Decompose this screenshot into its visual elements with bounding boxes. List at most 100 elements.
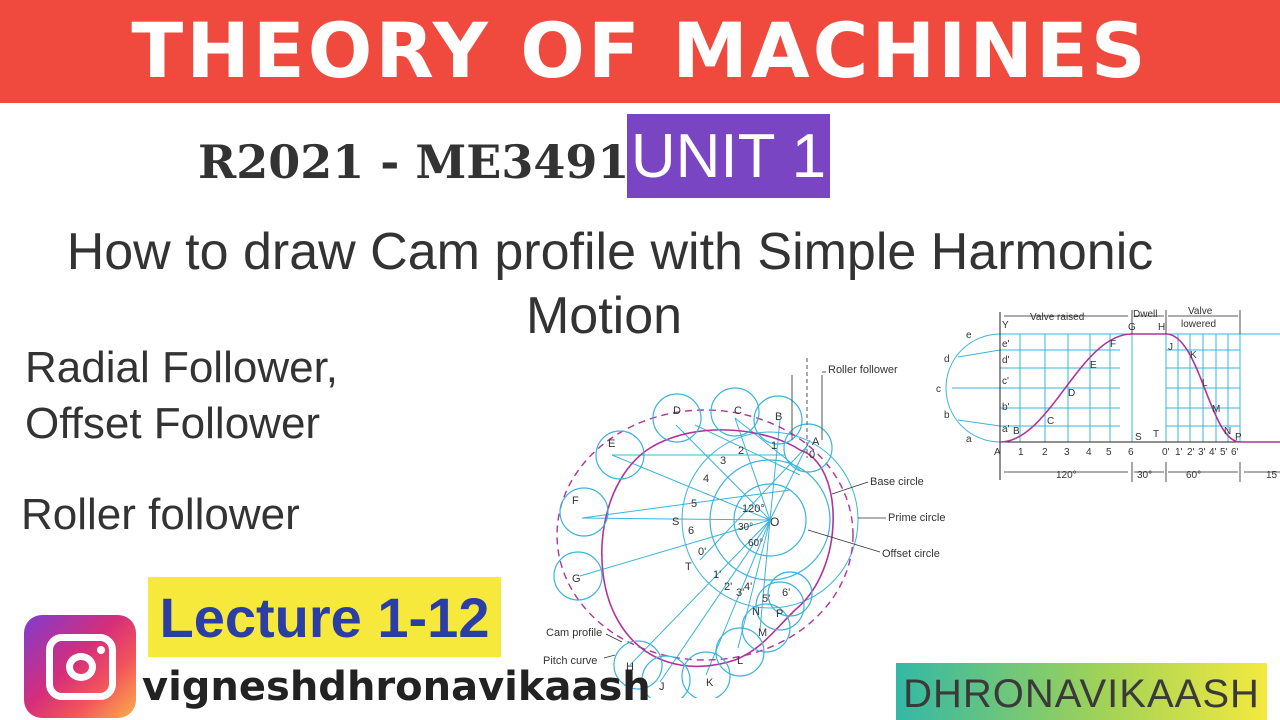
svg-text:C: C bbox=[734, 405, 742, 417]
label-angle-120: 120° bbox=[742, 503, 765, 515]
svg-text:d: d bbox=[944, 354, 950, 365]
label-offset-circle: Offset circle bbox=[882, 548, 940, 560]
displacement-diagram: Valve raised Dwell Valve lowered 120° 30… bbox=[936, 306, 1280, 482]
unit-badge: UNIT 1 bbox=[627, 114, 830, 198]
svg-text:a': a' bbox=[1002, 424, 1010, 435]
banner-title: THEORY OF MACHINES bbox=[131, 6, 1149, 95]
svg-text:J: J bbox=[659, 681, 665, 693]
svg-text:b: b bbox=[944, 410, 950, 421]
svg-text:A: A bbox=[812, 436, 820, 448]
svg-text:2: 2 bbox=[1042, 447, 1048, 458]
svg-text:Y: Y bbox=[1002, 320, 1009, 331]
label-angle-60: 60° bbox=[748, 538, 763, 549]
roller-follower-stem bbox=[791, 358, 826, 458]
instagram-lens bbox=[66, 653, 96, 681]
svg-text:5: 5 bbox=[1106, 447, 1112, 458]
lecture-badge: Lecture 1-12 bbox=[148, 577, 501, 657]
svg-text:S: S bbox=[672, 516, 679, 528]
lecture-label: Lecture 1-12 bbox=[159, 586, 490, 649]
construction-rays bbox=[579, 417, 811, 683]
label-prime-circle: Prime circle bbox=[888, 512, 945, 524]
label-cam-profile: Cam profile bbox=[546, 627, 602, 639]
svg-text:P: P bbox=[1235, 432, 1242, 443]
svg-text:3: 3 bbox=[720, 455, 726, 467]
instagram-icon[interactable] bbox=[24, 615, 136, 718]
svg-text:6: 6 bbox=[1128, 447, 1134, 458]
pitch-curve-shape bbox=[556, 409, 854, 661]
displacement-grid bbox=[945, 333, 1280, 443]
course-code: R2021 - ME3491 bbox=[198, 135, 630, 189]
label-angle-30: 30° bbox=[738, 522, 753, 533]
svg-text:D: D bbox=[1068, 388, 1075, 399]
label-center-o: O bbox=[770, 515, 779, 529]
harmonic-semicircle bbox=[945, 333, 1001, 443]
svg-text:1: 1 bbox=[771, 440, 777, 452]
svg-text:M: M bbox=[1212, 404, 1220, 415]
displacement-labels: Valve raised Dwell Valve lowered 120° 30… bbox=[1030, 306, 1278, 481]
svg-text:3': 3' bbox=[1198, 447, 1206, 458]
dim-label-60: 60° bbox=[1186, 470, 1201, 481]
svg-text:F: F bbox=[1110, 339, 1116, 350]
svg-text:E: E bbox=[1090, 360, 1097, 371]
cam-labels: Roller follower Base circle Prime circle… bbox=[543, 364, 945, 667]
svg-text:H: H bbox=[1158, 322, 1165, 333]
topic-offset-follower: Offset Follower bbox=[25, 399, 321, 448]
svg-text:S: S bbox=[1135, 432, 1142, 443]
dim-label-30: 30° bbox=[1137, 470, 1152, 481]
svg-text:6': 6' bbox=[1231, 447, 1239, 458]
label-pitch-curve: Pitch curve bbox=[543, 655, 597, 667]
roller-circles bbox=[553, 387, 833, 698]
svg-text:3: 3 bbox=[1064, 447, 1070, 458]
base-circle-shape bbox=[709, 459, 831, 581]
svg-text:K: K bbox=[1190, 350, 1197, 361]
svg-text:C: C bbox=[1047, 416, 1054, 427]
svg-text:H: H bbox=[626, 661, 634, 673]
svg-text:2': 2' bbox=[724, 581, 732, 593]
svg-text:1': 1' bbox=[713, 569, 721, 581]
label-valve-raised: Valve raised bbox=[1030, 312, 1084, 323]
svg-text:L: L bbox=[1202, 378, 1208, 389]
cam-circles bbox=[556, 409, 859, 668]
displacement-curve bbox=[999, 333, 1280, 443]
svg-text:M: M bbox=[758, 627, 767, 639]
dim-label-120: 120° bbox=[1056, 470, 1077, 481]
svg-text:4': 4' bbox=[744, 581, 752, 593]
label-valve: Valve bbox=[1188, 306, 1213, 317]
svg-text:4': 4' bbox=[1209, 447, 1217, 458]
cam-profile-diagram: Roller follower Base circle Prime circle… bbox=[543, 358, 945, 698]
svg-text:E: E bbox=[608, 438, 615, 450]
topic-roller-follower: Roller follower bbox=[21, 490, 300, 539]
headline-line-1: How to draw Cam profile with Simple Harm… bbox=[66, 223, 1154, 281]
svg-text:D: D bbox=[673, 405, 681, 417]
svg-text:0: 0 bbox=[809, 449, 815, 461]
svg-text:d': d' bbox=[1002, 355, 1010, 366]
topic-radial-follower: Radial Follower, bbox=[25, 343, 339, 392]
svg-text:1: 1 bbox=[1018, 447, 1024, 458]
svg-text:N: N bbox=[1224, 426, 1231, 437]
svg-text:G: G bbox=[1128, 322, 1136, 333]
svg-text:c': c' bbox=[1002, 376, 1009, 387]
svg-text:0': 0' bbox=[1162, 447, 1170, 458]
headline-line-2: Motion bbox=[525, 287, 683, 345]
svg-text:A: A bbox=[994, 447, 1001, 458]
brand-label: DHRONAVIKAASH bbox=[903, 672, 1260, 716]
unit-label: UNIT 1 bbox=[630, 122, 827, 191]
svg-text:B: B bbox=[1013, 426, 1020, 437]
brand-badge: DHRONAVIKAASH bbox=[896, 663, 1267, 720]
label-base-circle: Base circle bbox=[870, 476, 924, 488]
svg-text:e: e bbox=[966, 330, 972, 341]
svg-text:4: 4 bbox=[703, 473, 709, 485]
svg-text:6': 6' bbox=[782, 587, 790, 599]
svg-text:F: F bbox=[572, 495, 579, 507]
svg-text:2: 2 bbox=[738, 445, 744, 457]
svg-text:5': 5' bbox=[762, 593, 770, 605]
svg-text:G: G bbox=[572, 573, 581, 585]
label-lowered: lowered bbox=[1181, 319, 1216, 330]
cam-profile-shape bbox=[601, 429, 834, 668]
svg-text:1': 1' bbox=[1175, 447, 1183, 458]
svg-text:3': 3' bbox=[736, 587, 744, 599]
label-dwell: Dwell bbox=[1133, 309, 1157, 320]
social-handle[interactable]: vigneshdhronavikaash bbox=[142, 664, 651, 710]
prime-circle-shape bbox=[681, 431, 859, 609]
